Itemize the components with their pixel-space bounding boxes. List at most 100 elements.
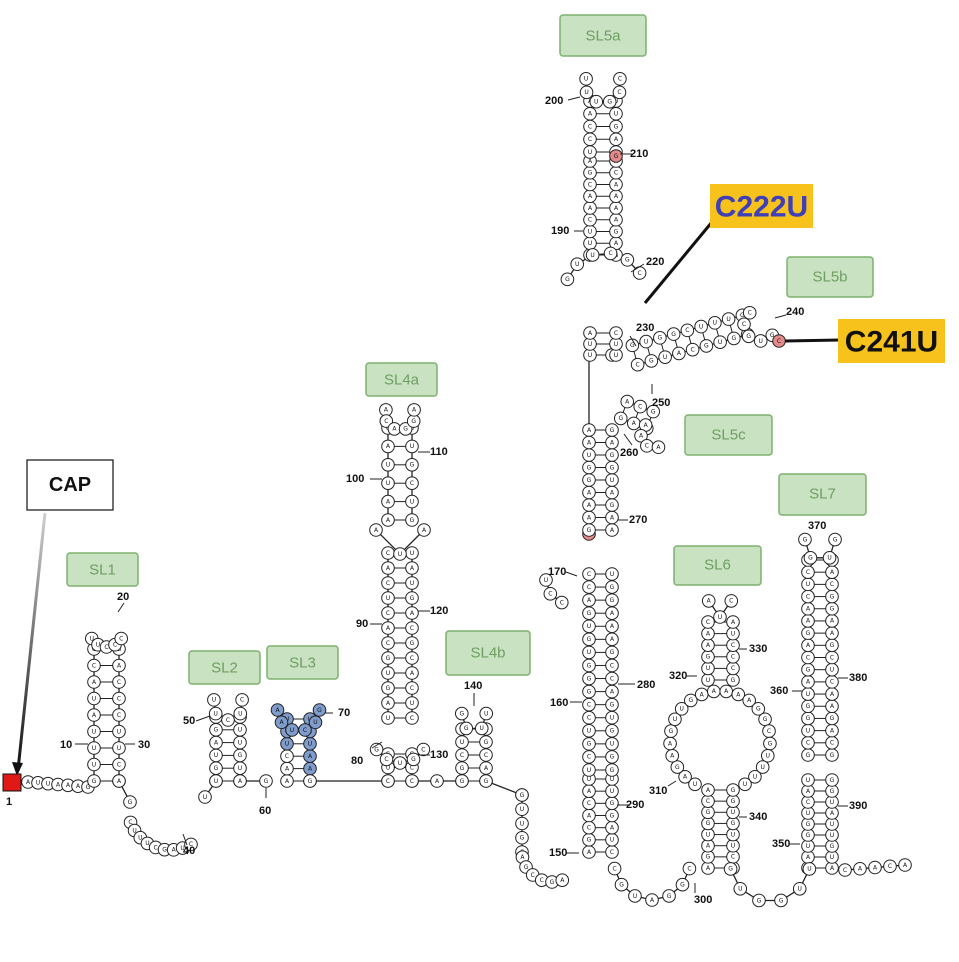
svg-text:C: C — [560, 599, 564, 606]
svg-text:G: G — [607, 98, 612, 105]
svg-text:A: A — [279, 719, 284, 726]
nucleotide: U — [658, 350, 672, 364]
svg-text:G: G — [658, 335, 663, 342]
svg-text:U: U — [731, 809, 735, 816]
svg-text:U: U — [90, 635, 94, 642]
nucleotide: G — [801, 626, 815, 640]
nucleotide: U — [233, 723, 247, 737]
position-number-120: 120 — [430, 605, 448, 617]
svg-text:U: U — [145, 840, 149, 847]
svg-text:SL5c: SL5c — [711, 427, 746, 444]
svg-text:A: A — [308, 753, 313, 760]
nucleotide: G — [87, 774, 101, 788]
nucleotide: A — [605, 684, 619, 699]
nucleotide: C — [633, 399, 648, 414]
nucleotide: A — [701, 783, 715, 797]
nucleotide: A — [898, 858, 912, 872]
svg-text:G: G — [610, 754, 615, 761]
nucleotide: G — [605, 724, 619, 738]
svg-text:A: A — [706, 630, 711, 637]
svg-text:A: A — [632, 420, 637, 427]
nucleotide: G — [259, 774, 273, 788]
nucleotide: A — [280, 774, 294, 788]
nucleotide: U — [381, 591, 395, 605]
nucleotide: G — [646, 404, 661, 419]
svg-text:C222U: C222U — [715, 191, 808, 224]
nucleotide: C — [801, 736, 815, 750]
nucleotide: A — [381, 696, 395, 710]
svg-text:C: C — [587, 715, 591, 722]
svg-text:C: C — [154, 844, 158, 851]
svg-text:G: G — [410, 595, 415, 602]
nucleotide: G — [479, 774, 493, 788]
svg-text:C: C — [612, 865, 616, 872]
svg-text:A: A — [587, 439, 592, 446]
svg-text:C: C — [548, 591, 552, 598]
svg-text:C: C — [588, 136, 592, 143]
nucleotide: A — [405, 606, 419, 620]
svg-text:G: G — [806, 715, 811, 722]
nucleotide: G — [605, 750, 619, 764]
svg-text:G: G — [830, 752, 835, 759]
svg-text:SL5b: SL5b — [812, 269, 847, 286]
nucleotide: U — [285, 723, 299, 737]
nucleotide: A — [274, 715, 289, 730]
nucleotide: C — [605, 845, 619, 859]
nucleotide: G — [609, 119, 623, 134]
nucleotide: G — [666, 327, 681, 341]
svg-text:A: A — [610, 636, 615, 643]
nucleotide: A — [381, 439, 395, 454]
svg-text:C: C — [386, 550, 390, 557]
nucleotide: C — [583, 177, 597, 192]
position-number-320: 320 — [669, 670, 687, 682]
svg-text:G: G — [587, 837, 592, 844]
svg-text:C: C — [117, 761, 121, 768]
nucleotide: A — [605, 435, 619, 450]
svg-text:G: G — [614, 153, 619, 160]
svg-text:U: U — [588, 240, 592, 247]
nucleotide: G — [727, 331, 741, 346]
nucleotide: U — [198, 790, 212, 804]
svg-text:C: C — [806, 799, 810, 806]
nucleotide: A — [638, 418, 653, 432]
nucleotide: C — [112, 691, 126, 706]
nucleotide: C — [455, 748, 469, 762]
nucleotide: G — [752, 893, 766, 908]
svg-text:C: C — [806, 740, 810, 747]
nucleotide: C — [605, 658, 619, 673]
svg-text:U: U — [588, 149, 592, 156]
svg-text:A: A — [639, 433, 644, 440]
nucleotide: G — [801, 748, 815, 762]
svg-text:G: G — [128, 799, 133, 806]
position-tick — [623, 433, 633, 446]
nucleotide: G — [479, 735, 493, 749]
nucleotide: G — [758, 712, 772, 727]
svg-text:G: G — [779, 897, 784, 904]
nucleotide: U — [515, 816, 529, 831]
nucleotide: G — [605, 423, 619, 437]
svg-text:G: G — [675, 764, 680, 771]
nucleotide: A — [381, 494, 395, 509]
svg-text:G: G — [614, 228, 619, 235]
svg-text:G: G — [610, 728, 615, 735]
nucleotide: C — [582, 567, 596, 581]
nucleotide: C — [685, 342, 700, 357]
nucleotide: A — [701, 838, 715, 853]
nucleotide: C — [583, 132, 597, 147]
nucleotide: A — [555, 873, 570, 887]
svg-text:G: G — [214, 765, 219, 772]
nucleotide: G — [582, 523, 596, 537]
nucleotide: U — [825, 828, 839, 842]
svg-text:G: G — [706, 854, 711, 861]
nucleotide: C — [379, 752, 394, 767]
svg-text:U: U — [587, 452, 591, 459]
nucleotide: A — [825, 687, 839, 701]
nucleotide: G — [582, 632, 596, 647]
nucleotide: U — [585, 248, 600, 262]
svg-text:C: C — [731, 642, 735, 649]
svg-text:A: A — [610, 610, 615, 617]
nucleotide: G — [798, 532, 812, 547]
svg-text:A: A — [308, 765, 313, 772]
svg-text:G: G — [238, 752, 243, 759]
